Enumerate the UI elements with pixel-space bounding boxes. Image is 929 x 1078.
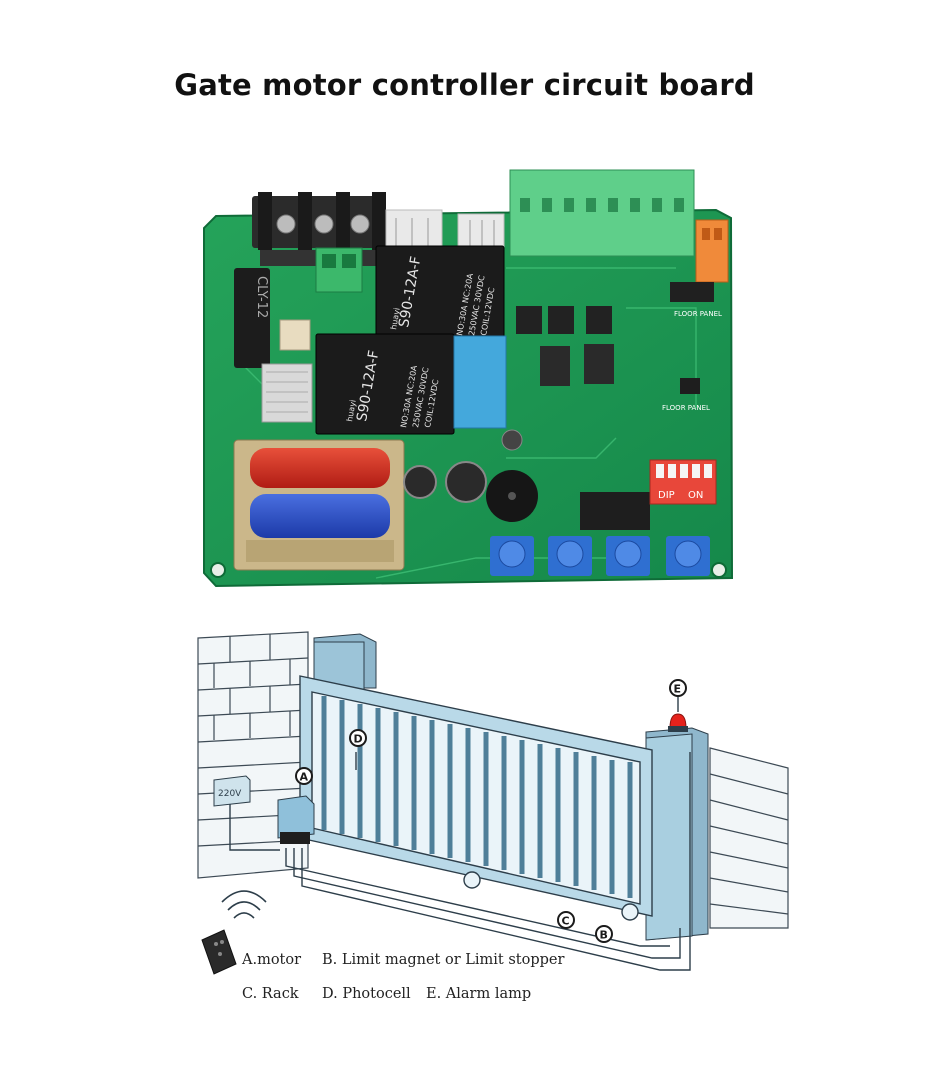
right-brick-wall (709, 747, 789, 929)
gate-motor (277, 795, 315, 844)
relay-1: S90-12A-F huayi NO:30A NC:20A 250VAC 30V… (375, 245, 505, 343)
legend: A.motor B. Limit magnet or Limit stopper… (241, 952, 564, 1002)
svg-text:E: E (674, 683, 682, 696)
marker-labels: A B C D E (295, 679, 687, 943)
marker-b: B (595, 925, 613, 943)
io-terminal-strip (509, 169, 695, 257)
right-pillar (645, 727, 709, 941)
legend-item-b: B. Limit magnet or Limit stopper (322, 952, 564, 968)
gate-installation-diagram: 220V A B C D E A.motor B. Li (190, 628, 790, 1023)
marker-d: D (349, 729, 367, 747)
potentiometers (490, 536, 710, 576)
transformer (233, 439, 405, 571)
page-title: Gate motor controller circuit board (174, 68, 755, 102)
marker-e: E (669, 679, 687, 697)
svg-text:220V: 220V (218, 789, 242, 799)
svg-text:huayi: huayi (389, 307, 402, 330)
svg-text:C: C (562, 915, 570, 928)
relay-2: S90-12A-F huayi NO:30A NC:20A 250VAC 30V… (315, 333, 455, 435)
wiring (229, 752, 691, 971)
sliding-gate (299, 675, 653, 921)
legend-item-d: D. Photocell (322, 986, 411, 1002)
legend-item-a: A.motor (241, 952, 301, 968)
svg-text:ON: ON (688, 490, 703, 501)
remote-control-icon (201, 890, 267, 975)
marker-a: A (295, 767, 313, 785)
svg-text:huayi: huayi (345, 399, 358, 422)
legend-item-e: E. Alarm lamp (426, 986, 531, 1002)
fuse-label: CLY-12 (254, 276, 269, 318)
floor-panel-label-1: FLOOR PANEL (674, 310, 722, 318)
svg-text:DIP: DIP (658, 490, 675, 501)
svg-text:D: D (354, 733, 363, 746)
legend-item-c: C. Rack (242, 986, 299, 1002)
power-supply-box: 220V (213, 775, 251, 807)
dip-switch: DIP ON (649, 459, 717, 505)
floor-panel-label-2: FLOOR PANEL (662, 404, 710, 412)
svg-text:A: A (300, 771, 309, 784)
circuit-board-photo: FLOOR PANEL CLY-12 S90-12A-F huayi NO:30… (176, 158, 873, 602)
svg-text:B: B (600, 929, 608, 942)
alarm-lamp (668, 694, 688, 732)
marker-c: C (557, 911, 575, 929)
